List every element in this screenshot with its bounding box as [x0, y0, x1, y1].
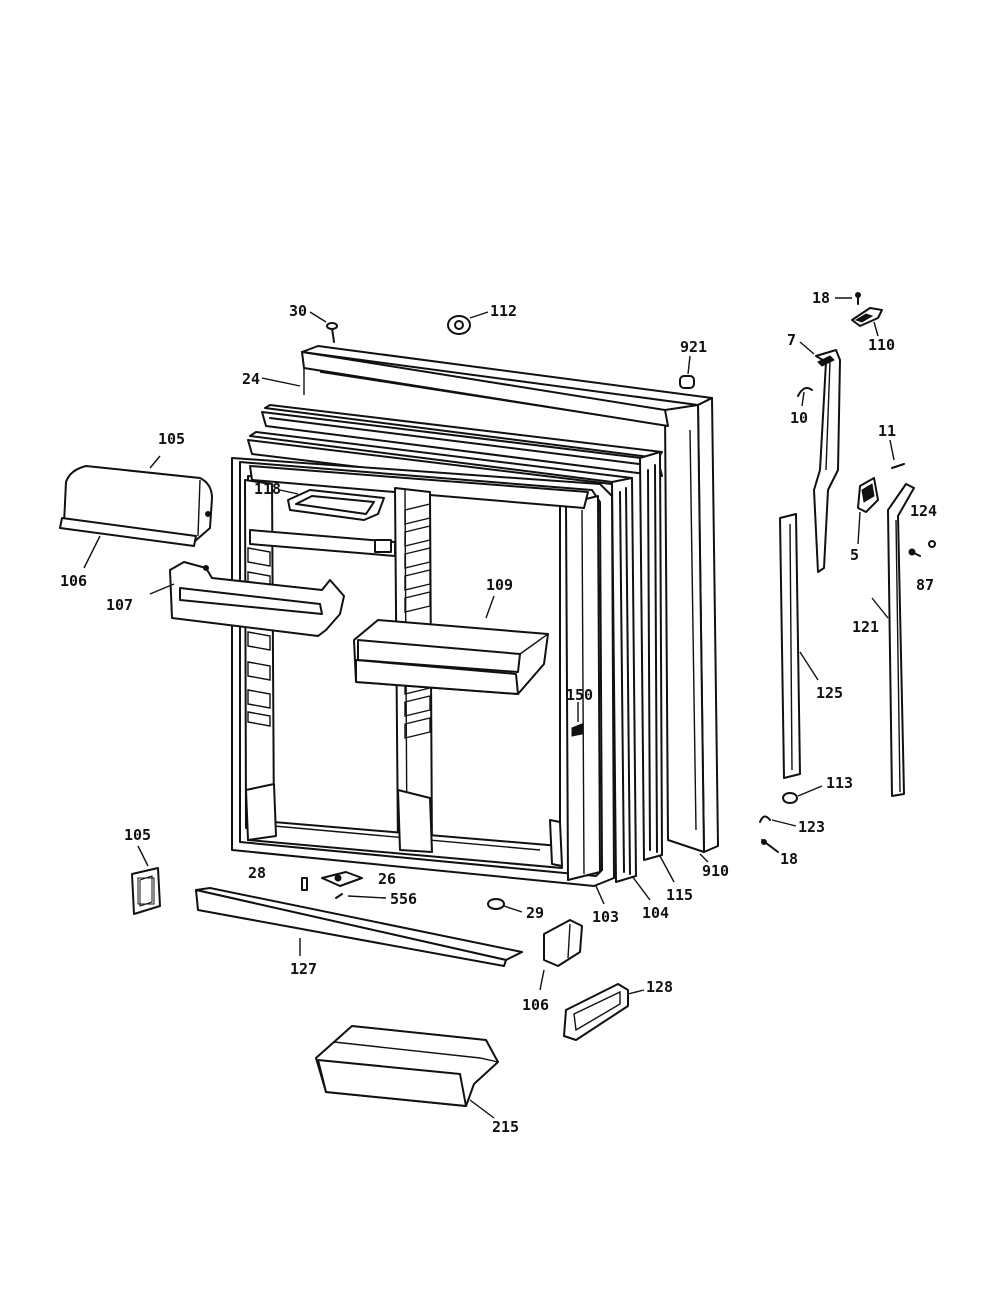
- label-104: 104: [642, 904, 669, 922]
- leader-115: [659, 855, 675, 883]
- part-118-tray: [279, 489, 385, 521]
- label-30: 30: [289, 302, 307, 320]
- door-gasket: [261, 404, 663, 861]
- label-26: 26: [378, 870, 396, 888]
- part-215-dairy-bin: [315, 1025, 499, 1119]
- label-87: 87: [916, 576, 934, 594]
- part-125-trim-strip: [779, 513, 819, 779]
- label-113: 113: [826, 774, 853, 792]
- part-110-hinge-cover: [851, 307, 883, 337]
- label-105-bottom: 105: [124, 826, 151, 844]
- label-106-top: 106: [60, 572, 87, 590]
- label-556: 556: [390, 890, 417, 908]
- leader-104: [631, 875, 651, 901]
- label-921: 921: [680, 338, 707, 356]
- part-10-clip: [797, 387, 813, 407]
- label-121: 121: [852, 618, 879, 636]
- part-105-butter-door: [59, 455, 213, 547]
- part-29-cap: [487, 898, 523, 913]
- label-29: 29: [526, 904, 544, 922]
- part-87-fastener: [908, 548, 921, 557]
- label-115: 115: [666, 886, 693, 904]
- label-18-bottom: 18: [780, 850, 798, 868]
- part-109-bin: [353, 595, 549, 695]
- part-128-cover: [563, 983, 645, 1041]
- label-7: 7: [787, 331, 796, 349]
- part-28-pin: [301, 877, 308, 891]
- part-11-pin: [889, 439, 905, 469]
- door-outer-panel: [301, 345, 719, 853]
- label-125: 125: [816, 684, 843, 702]
- label-128: 128: [646, 978, 673, 996]
- part-106-end-cap: [539, 919, 583, 991]
- label-123: 123: [798, 818, 825, 836]
- label-107: 107: [106, 596, 133, 614]
- label-150: 150: [566, 686, 593, 704]
- part-18-screw-top: [835, 292, 861, 305]
- part-556-screw: [335, 893, 387, 899]
- part-105-bracket: [131, 845, 161, 915]
- label-24: 24: [242, 370, 260, 388]
- label-109: 109: [486, 576, 513, 594]
- label-118: 118: [254, 480, 281, 498]
- part-112-cap: [447, 311, 489, 335]
- part-5-bracket: [857, 477, 879, 545]
- part-113-nut: [782, 785, 823, 804]
- label-112: 112: [490, 302, 517, 320]
- part-30-screw: [309, 311, 338, 343]
- part-107-shelf: [149, 561, 345, 637]
- leader-910: [699, 853, 709, 863]
- label-103: 103: [592, 908, 619, 926]
- leader-106-top: [83, 535, 101, 569]
- part-26-latch: [321, 871, 363, 887]
- part-921-plug: [679, 355, 695, 389]
- part-150-clip: [571, 702, 583, 737]
- part-121-handle: [871, 483, 915, 797]
- label-18-top: 18: [812, 289, 830, 307]
- label-910: 910: [702, 862, 729, 880]
- leader-103: [595, 885, 605, 905]
- label-11: 11: [878, 422, 896, 440]
- part-7-hinge: [799, 341, 841, 573]
- part-123-washer: [759, 815, 797, 827]
- part-127-trim-bar: [195, 887, 523, 967]
- label-106-bottom: 106: [522, 996, 549, 1014]
- label-28: 28: [248, 864, 266, 882]
- part-18-screw-bottom: [761, 839, 779, 853]
- label-105-top: 105: [158, 430, 185, 448]
- label-10: 10: [790, 409, 808, 427]
- label-124: 124: [910, 502, 937, 520]
- label-127: 127: [290, 960, 317, 978]
- label-215: 215: [492, 1118, 519, 1136]
- label-5: 5: [850, 546, 859, 564]
- part-124-screw: [928, 540, 936, 548]
- label-110: 110: [868, 336, 895, 354]
